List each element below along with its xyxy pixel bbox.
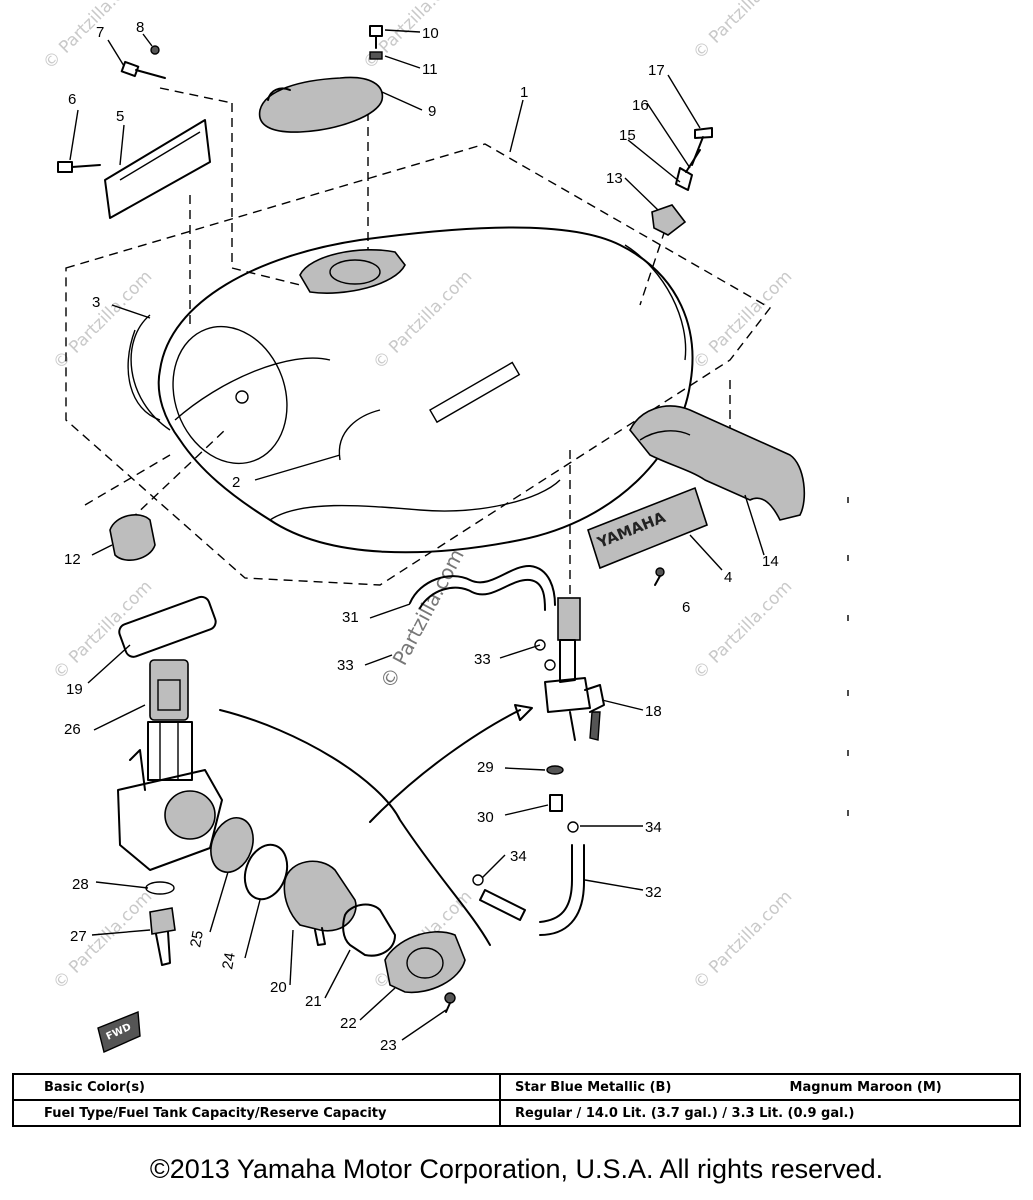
spec-table: Basic Color(s) Star Blue Metallic (B) Ma… bbox=[12, 1073, 1021, 1127]
callout-33: 33 bbox=[474, 651, 491, 668]
callout-29: 29 bbox=[477, 759, 494, 776]
callout-1: 1 bbox=[520, 84, 528, 101]
callout-32: 32 bbox=[645, 884, 662, 901]
callout-19: 19 bbox=[66, 681, 83, 698]
mounting-cushion bbox=[629, 405, 806, 521]
callout-25: 25 bbox=[187, 929, 207, 948]
callout-13: 13 bbox=[606, 170, 623, 187]
screw-icon bbox=[654, 567, 665, 586]
washer-icon bbox=[145, 881, 175, 895]
callout-9: 9 bbox=[428, 103, 436, 120]
callout-26: 26 bbox=[64, 721, 81, 738]
callout-28: 28 bbox=[72, 876, 89, 893]
callout-4: 4 bbox=[724, 569, 732, 586]
watermark-text: © Partzilla.com bbox=[689, 267, 796, 374]
callout-16: 16 bbox=[632, 97, 649, 114]
filler-neck bbox=[299, 249, 406, 294]
callout-3: 3 bbox=[92, 294, 100, 311]
callout-21: 21 bbox=[305, 993, 322, 1010]
leader-lines bbox=[69, 29, 765, 1041]
callout-27: 27 bbox=[70, 928, 87, 945]
tank-seal bbox=[130, 314, 171, 431]
plate-screw-icon bbox=[444, 992, 456, 1013]
watermark-text-dark: © Partzilla.com bbox=[375, 545, 469, 693]
color-option-b: Star Blue Metallic (B) bbox=[515, 1079, 672, 1095]
yamaha-emblem: YAMAHA bbox=[587, 486, 708, 570]
callout-33: 33 bbox=[337, 657, 354, 674]
basic-color-label: Basic Color(s) bbox=[12, 1073, 501, 1101]
callout-8: 8 bbox=[136, 19, 144, 36]
margin-ticks bbox=[847, 497, 849, 816]
fuel-cap-cover bbox=[258, 25, 384, 133]
watermark-text: © Partzilla.com bbox=[49, 577, 156, 684]
callout-24: 24 bbox=[219, 951, 239, 970]
watermark-text: © Partzilla.com bbox=[689, 0, 796, 64]
bolt-icon bbox=[57, 45, 166, 173]
mount-plate bbox=[384, 931, 466, 994]
watermark-text: © Partzilla.com bbox=[49, 887, 156, 994]
assembly-boundary bbox=[65, 87, 772, 600]
mount-hardware bbox=[651, 127, 713, 236]
filter-disc bbox=[210, 817, 254, 873]
callout-18: 18 bbox=[645, 703, 662, 720]
fuel-tank bbox=[127, 226, 694, 554]
callout-5: 5 bbox=[116, 108, 124, 125]
gasket-ring bbox=[118, 595, 217, 658]
callout-31: 31 bbox=[342, 609, 359, 626]
fwd-arrow-icon: FWD bbox=[97, 1010, 141, 1053]
callout-22: 22 bbox=[340, 1015, 357, 1032]
fuel-cup bbox=[283, 860, 357, 946]
callout-34: 34 bbox=[645, 819, 662, 836]
table-row: Basic Color(s) Star Blue Metallic (B) Ma… bbox=[12, 1073, 1021, 1101]
bracket-plate bbox=[104, 119, 211, 219]
callout-20: 20 bbox=[270, 979, 287, 996]
callout-6: 6 bbox=[682, 599, 690, 616]
fuel-tank-exploded-diagram: © Partzilla.com © Partzilla.com © Partzi… bbox=[39, 0, 849, 1054]
copyright-notice: ©2013 Yamaha Motor Corporation, U.S.A. A… bbox=[149, 1154, 884, 1184]
callout-14: 14 bbox=[762, 553, 779, 570]
fuel-cock-detail bbox=[117, 659, 223, 871]
callout-11: 11 bbox=[422, 61, 438, 78]
callout-7: 7 bbox=[96, 24, 104, 41]
callout-6: 6 bbox=[68, 91, 76, 108]
callout-2: 2 bbox=[232, 474, 240, 491]
watermark-text: © Partzilla.com bbox=[689, 887, 796, 994]
fuel-hose-upper bbox=[409, 564, 556, 606]
basic-color-values: Star Blue Metallic (B) Magnum Maroon (M) bbox=[499, 1073, 1021, 1101]
callout-10: 10 bbox=[422, 25, 439, 42]
fuel-spec-label: Fuel Type/Fuel Tank Capacity/Reserve Cap… bbox=[12, 1099, 501, 1127]
fuel-cock-assembly bbox=[544, 597, 605, 741]
callout-12: 12 bbox=[64, 551, 81, 568]
callout-23: 23 bbox=[380, 1037, 397, 1054]
clip-icon bbox=[472, 639, 579, 886]
fuel-hose-lower bbox=[539, 844, 585, 936]
table-row: Fuel Type/Fuel Tank Capacity/Reserve Cap… bbox=[12, 1099, 1021, 1127]
detail-arc bbox=[219, 709, 491, 946]
callout-15: 15 bbox=[619, 127, 636, 144]
watermark-text: © Partzilla.com bbox=[689, 577, 796, 684]
cup-gasket bbox=[342, 903, 396, 957]
callout-34: 34 bbox=[510, 848, 527, 865]
watermark-text: © Partzilla.com bbox=[39, 0, 146, 74]
drain-fitting bbox=[149, 907, 176, 966]
callout-30: 30 bbox=[477, 809, 494, 826]
fuel-spec-value: Regular / 14.0 Lit. (3.7 gal.) / 3.3 Lit… bbox=[499, 1099, 1021, 1127]
watermark-text: © Partzilla.com bbox=[369, 267, 476, 374]
filler-cap bbox=[109, 514, 156, 561]
callout-17: 17 bbox=[648, 62, 665, 79]
color-option-m: Magnum Maroon (M) bbox=[789, 1079, 942, 1095]
